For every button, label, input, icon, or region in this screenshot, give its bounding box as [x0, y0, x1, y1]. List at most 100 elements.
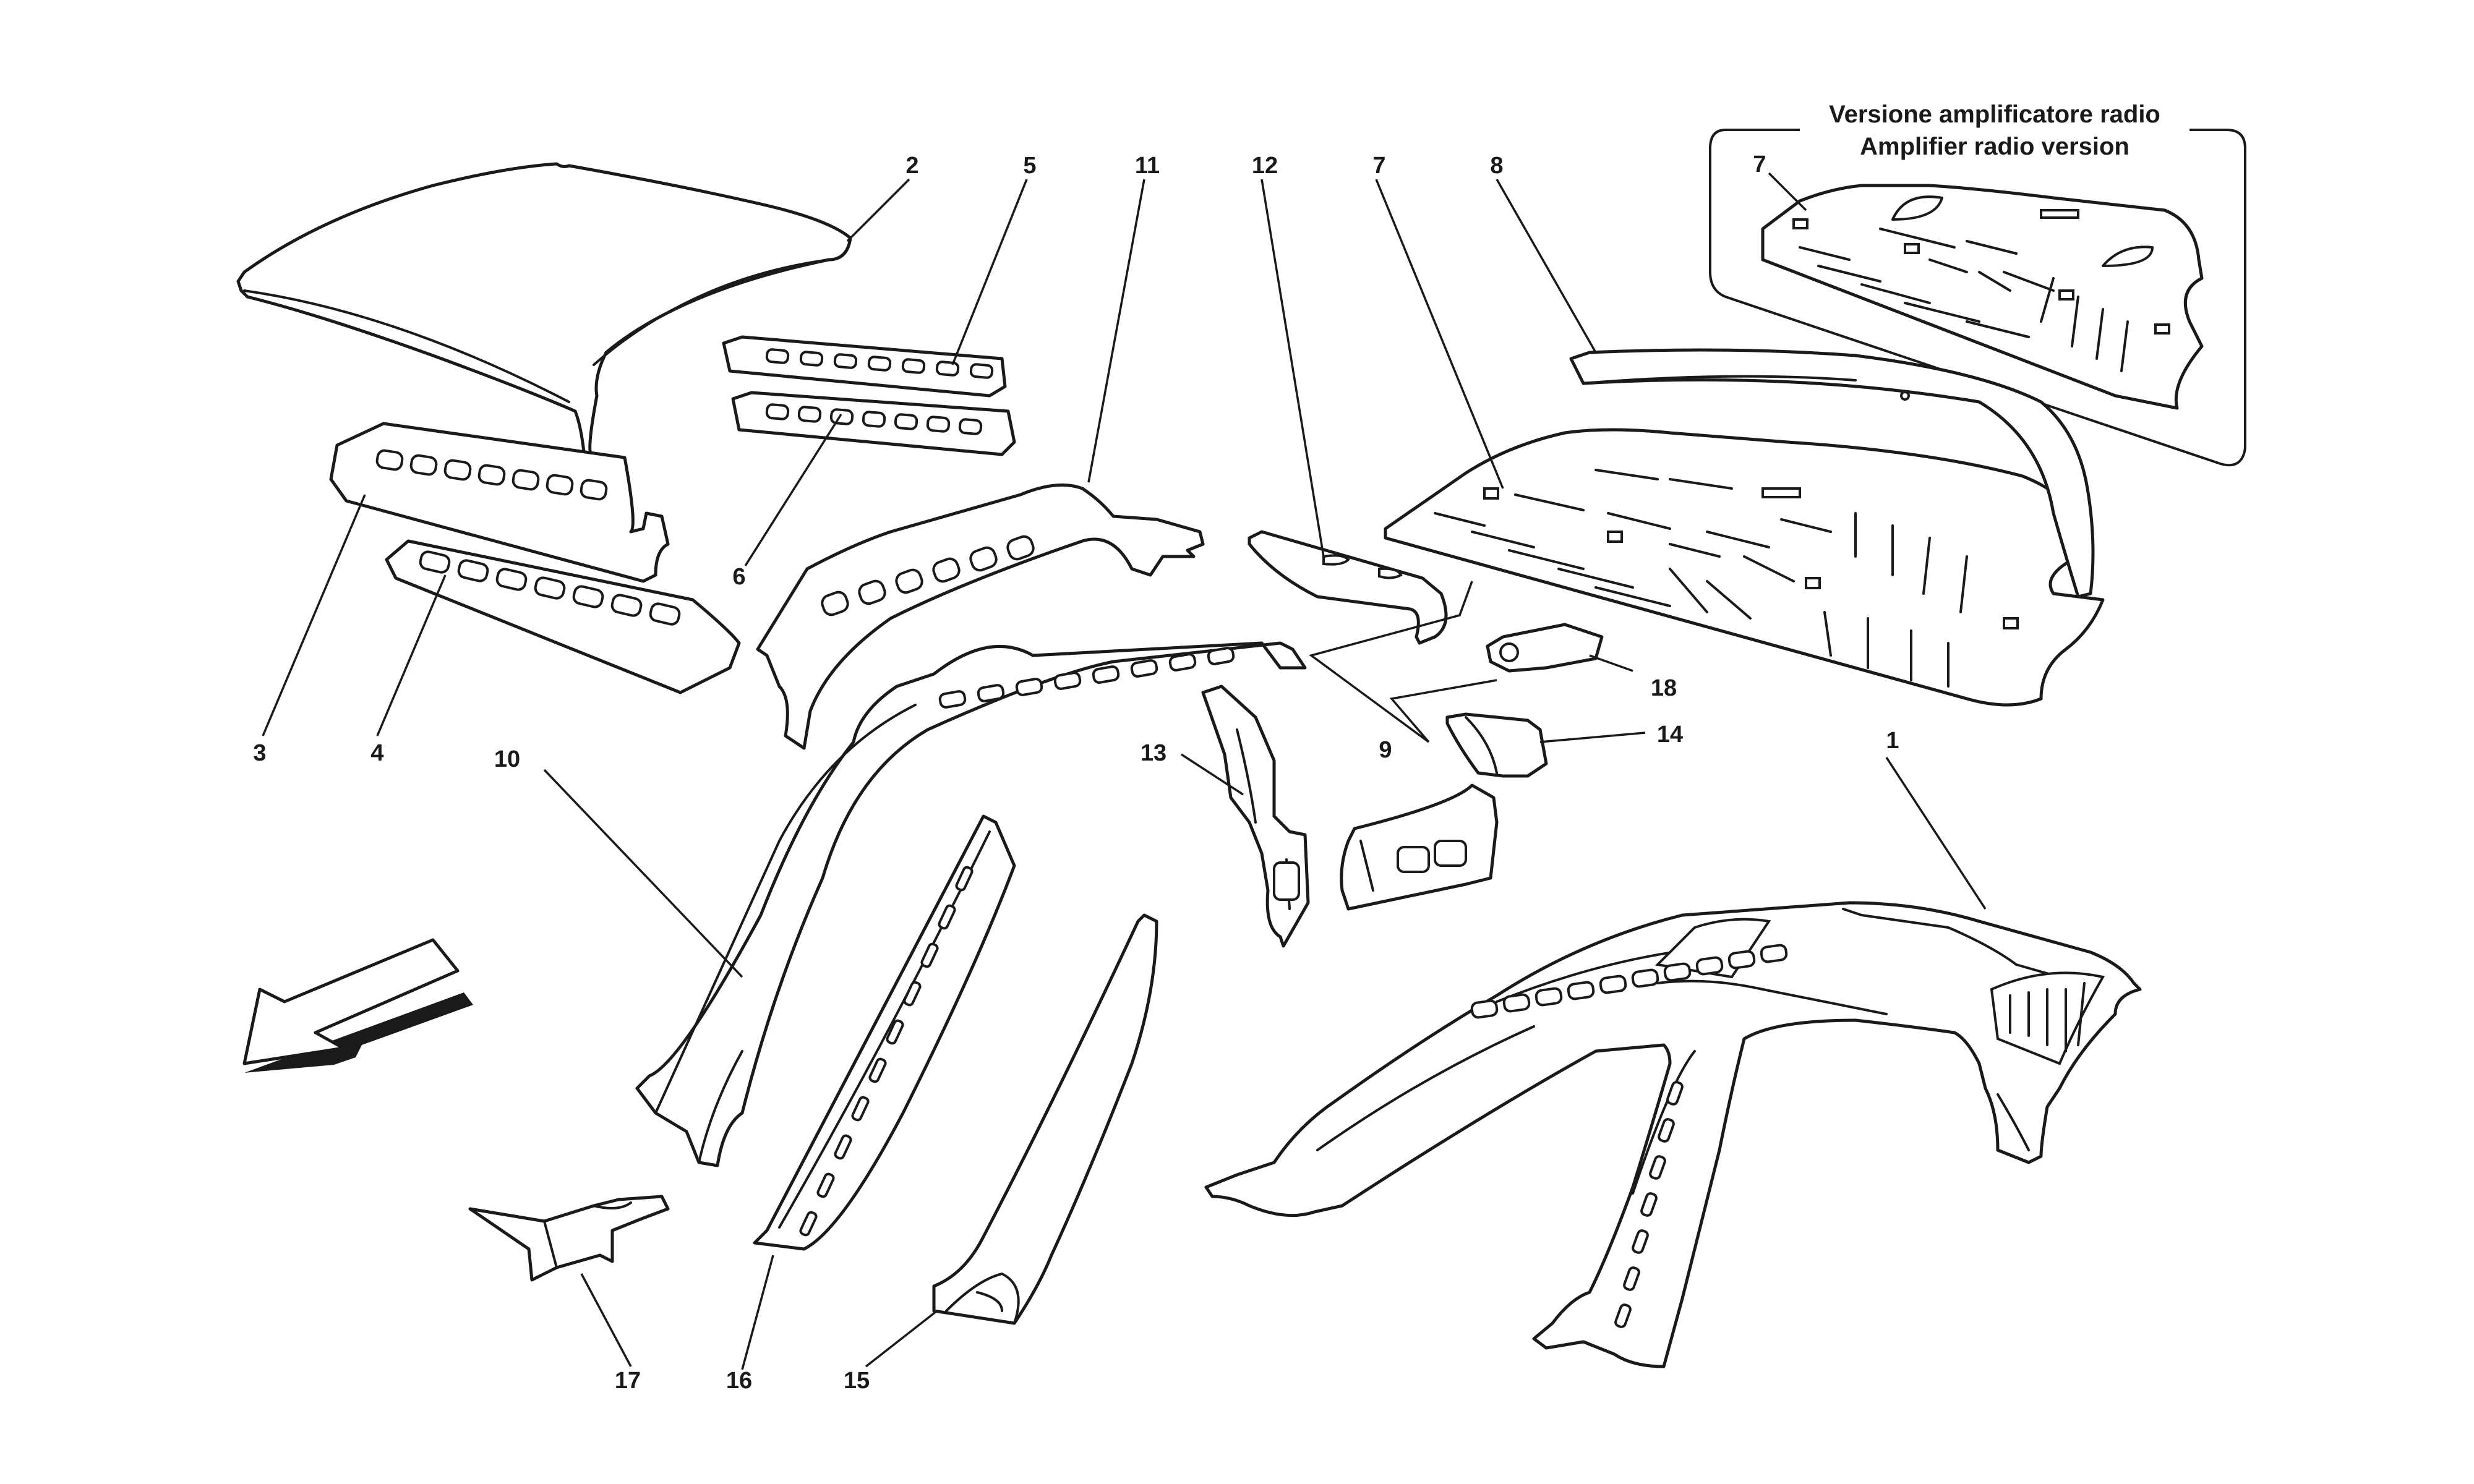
callout-14: 14	[1657, 722, 1683, 748]
callout-7-inset: 7	[1753, 151, 1766, 177]
callout-5: 5	[1023, 153, 1036, 179]
lightening-hole	[886, 1019, 904, 1045]
callout-15: 15	[844, 1368, 870, 1394]
lightening-hole	[1470, 999, 1499, 1019]
lightening-hole	[799, 351, 824, 367]
shelf-slot	[1959, 555, 1968, 613]
lightening-hole	[955, 866, 974, 892]
part-1-roof-frame-assembly	[1204, 901, 2142, 1368]
lightening-hole	[1567, 981, 1595, 1000]
lightening-hole	[894, 413, 918, 430]
part-2-roof-panel	[236, 162, 852, 459]
part-11-rear-roof-bow	[756, 483, 1205, 750]
lightening-hole	[969, 363, 994, 379]
lightening-hole	[1006, 535, 1035, 561]
lightening-hole	[572, 585, 604, 608]
shelf-slot	[1669, 478, 1733, 490]
lightening-hole	[1640, 1192, 1658, 1217]
lightening-hole	[1695, 956, 1724, 976]
callout-4: 4	[370, 740, 383, 766]
lightening-hole	[1168, 653, 1197, 672]
part-12-gusset	[1248, 530, 1448, 645]
lightening-hole	[821, 591, 849, 616]
lightening-hole	[977, 684, 1005, 702]
part-7-rear-parcel-shelf	[1384, 428, 2105, 707]
part-14-bracket	[1445, 712, 1548, 778]
shelf-slot	[1823, 611, 1832, 657]
lightening-hole	[935, 360, 960, 377]
callout-2: 2	[905, 153, 918, 179]
shelf-slot	[1434, 512, 1486, 527]
lightening-hole	[816, 1172, 835, 1198]
lightening-hole	[1130, 659, 1158, 678]
lightening-hole	[868, 1057, 887, 1083]
part-18-cover-plate	[1486, 623, 1604, 673]
shelf-slot	[1594, 469, 1659, 480]
lightening-hole	[834, 1134, 852, 1160]
part-9-rear-bulkhead-panel	[1340, 783, 1499, 911]
lightening-hole	[409, 454, 438, 476]
lightening-hole	[926, 416, 951, 433]
lightening-hole	[829, 408, 854, 425]
lightening-hole	[1502, 993, 1531, 1013]
shelf-slot	[1508, 549, 1585, 570]
lightening-hole	[895, 568, 923, 594]
lightening-hole	[511, 469, 540, 491]
lightening-hole	[580, 479, 608, 501]
lightening-hole	[546, 474, 574, 496]
lightening-hole	[1649, 1155, 1666, 1180]
part-6-roof-strip	[731, 391, 1016, 456]
lightening-hole	[1658, 1118, 1675, 1143]
callout-3: 3	[253, 740, 266, 766]
lightening-hole	[1614, 1303, 1632, 1328]
lightening-hole	[1092, 665, 1120, 684]
lightening-hole	[1631, 968, 1659, 988]
callout-17: 17	[615, 1368, 641, 1394]
lightening-hole	[851, 1096, 870, 1122]
lightening-hole	[903, 981, 922, 1007]
callout-8: 8	[1490, 153, 1503, 179]
lightening-hole	[477, 464, 506, 486]
lightening-hole	[867, 356, 892, 372]
shelf-slot	[1706, 580, 1752, 620]
part-10-roof-rail-pillar	[635, 641, 1307, 1167]
lightening-hole	[443, 459, 472, 481]
part-8-rear-upper-panel	[1569, 348, 2095, 599]
lightening-hole	[765, 348, 790, 364]
part-5-roof-strip	[722, 335, 1007, 398]
lightening-hole	[858, 579, 886, 605]
lightening-hole	[938, 690, 967, 709]
callout-18: 18	[1651, 675, 1677, 701]
shelf-slot	[1780, 518, 1832, 533]
shelf-slot	[1706, 531, 1770, 548]
lightening-hole	[833, 353, 858, 369]
inset-rear-parcel-shelf	[1761, 184, 2204, 410]
lightening-hole	[1015, 678, 1043, 696]
lightening-hole	[920, 942, 939, 968]
lightening-hole	[958, 418, 983, 435]
shelf-slot	[1607, 512, 1671, 530]
lightening-hole	[1053, 672, 1082, 690]
part-15-outer-sill	[932, 913, 1158, 1325]
lightening-hole	[969, 546, 998, 572]
callout-16: 16	[726, 1368, 752, 1394]
lightening-hole	[1632, 1229, 1649, 1254]
lightening-hole	[495, 568, 528, 591]
lightening-hole	[375, 449, 404, 471]
inset-title-english: Amplifier radio version	[1860, 133, 2129, 160]
lightening-hole	[1663, 962, 1692, 982]
lightening-hole	[1727, 950, 1756, 970]
forward-direction-arrow-icon	[242, 938, 473, 1073]
lightening-hole	[457, 559, 489, 582]
lightening-hole	[610, 594, 643, 617]
lightening-hole	[1760, 944, 1788, 963]
callout-6: 6	[732, 564, 745, 590]
callout-10: 10	[494, 746, 520, 772]
inset-amplifier-radio-version: Versione amplificatore radio Amplifier r…	[1709, 101, 2246, 467]
callout-11: 11	[1135, 153, 1160, 179]
callout-12: 12	[1252, 153, 1278, 179]
callout-9: 9	[1379, 737, 1392, 763]
lightening-hole	[765, 403, 790, 420]
lightening-hole	[901, 358, 926, 374]
